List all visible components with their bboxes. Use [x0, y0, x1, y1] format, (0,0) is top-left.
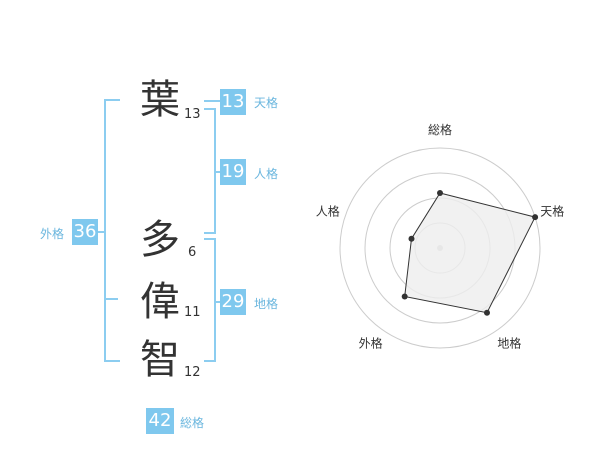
jinkaku-label: 人格 [254, 167, 279, 181]
radar-points [401, 190, 539, 316]
radar-ring-4 [339, 147, 541, 349]
radar-point-3 [401, 293, 408, 300]
soukaku-badge: 42 [146, 408, 174, 434]
radar-label-3: 外格 [359, 336, 383, 351]
tenkaku-badge: 13 [220, 89, 246, 115]
gaikaku-label: 外格 [40, 227, 65, 241]
tenkaku-connector [204, 100, 220, 102]
chikaku-label: 地格 [254, 297, 279, 311]
stroke-count-2: 6 [188, 245, 197, 260]
radar-area [404, 192, 536, 314]
radar-label-0: 総格 [428, 122, 452, 137]
gaikaku-bracket-mid [104, 298, 118, 300]
chikaku-badge: 29 [220, 289, 246, 315]
soukaku-label: 総格 [180, 416, 205, 430]
gaikaku-badge: 36 [72, 219, 98, 245]
name-char-1: 葉 [140, 77, 180, 123]
radar-point-2 [484, 309, 490, 316]
stroke-count-1: 13 [184, 107, 201, 122]
radar-label-4: 人格 [316, 204, 340, 219]
name-char-3: 偉 [140, 279, 180, 325]
stroke-count-4: 12 [184, 365, 201, 380]
radar-point-0 [437, 190, 443, 196]
stroke-count-3: 11 [184, 305, 201, 320]
name-char-4: 智 [140, 337, 180, 383]
jinkaku-badge: 19 [220, 159, 246, 185]
gaikaku-connector [98, 231, 106, 233]
radar-label-1: 天格 [540, 204, 564, 219]
gaikaku-bracket [104, 99, 120, 362]
radar-point-4 [408, 235, 415, 242]
radar-label-2: 地格 [497, 336, 521, 351]
chikaku-bracket [204, 238, 216, 362]
jinkaku-connector [214, 171, 220, 173]
name-char-2: 多 [140, 217, 180, 263]
radar-point-1 [532, 214, 539, 221]
chikaku-connector [214, 301, 220, 303]
tenkaku-label: 天格 [254, 96, 279, 110]
